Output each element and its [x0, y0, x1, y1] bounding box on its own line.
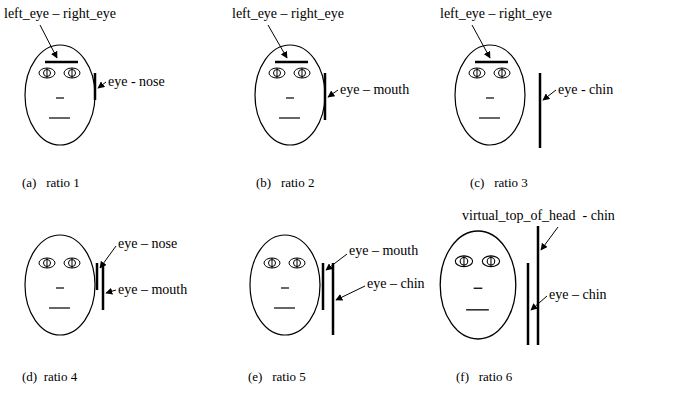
measure-label: eye – mouth — [118, 282, 187, 297]
measure-label: eye - chin — [558, 82, 613, 97]
face — [440, 231, 516, 339]
panel-caption: (d) ratio 4 — [22, 370, 77, 384]
measure-label: eye – mouth — [349, 243, 418, 258]
panel-caption: (c) ratio 3 — [470, 176, 528, 190]
measure-lines — [45, 62, 540, 345]
panel-caption: (f) ratio 6 — [456, 370, 512, 384]
face — [455, 45, 525, 145]
measure-label: left_eye – right_eye — [440, 6, 552, 21]
face — [25, 45, 95, 145]
panel-caption: (b) ratio 2 — [256, 176, 314, 190]
leader-lines — [40, 25, 558, 310]
measure-label: left_eye – right_eye — [4, 6, 116, 21]
panel-caption: (e) ratio 5 — [248, 370, 306, 384]
measure-label: eye – chin — [549, 287, 607, 302]
measure-label: eye - nose — [108, 74, 165, 89]
panel-caption: (a) ratio 1 — [22, 176, 80, 190]
face — [255, 45, 325, 145]
measure-label: left_eye – right_eye — [232, 6, 344, 21]
face — [250, 235, 320, 335]
face — [25, 235, 95, 335]
measure-label: eye – nose — [118, 236, 177, 251]
measure-label: eye – chin — [367, 276, 425, 291]
measure-label: eye – mouth — [340, 82, 409, 97]
measure-label: virtual_top_of_head - chin — [462, 208, 615, 223]
